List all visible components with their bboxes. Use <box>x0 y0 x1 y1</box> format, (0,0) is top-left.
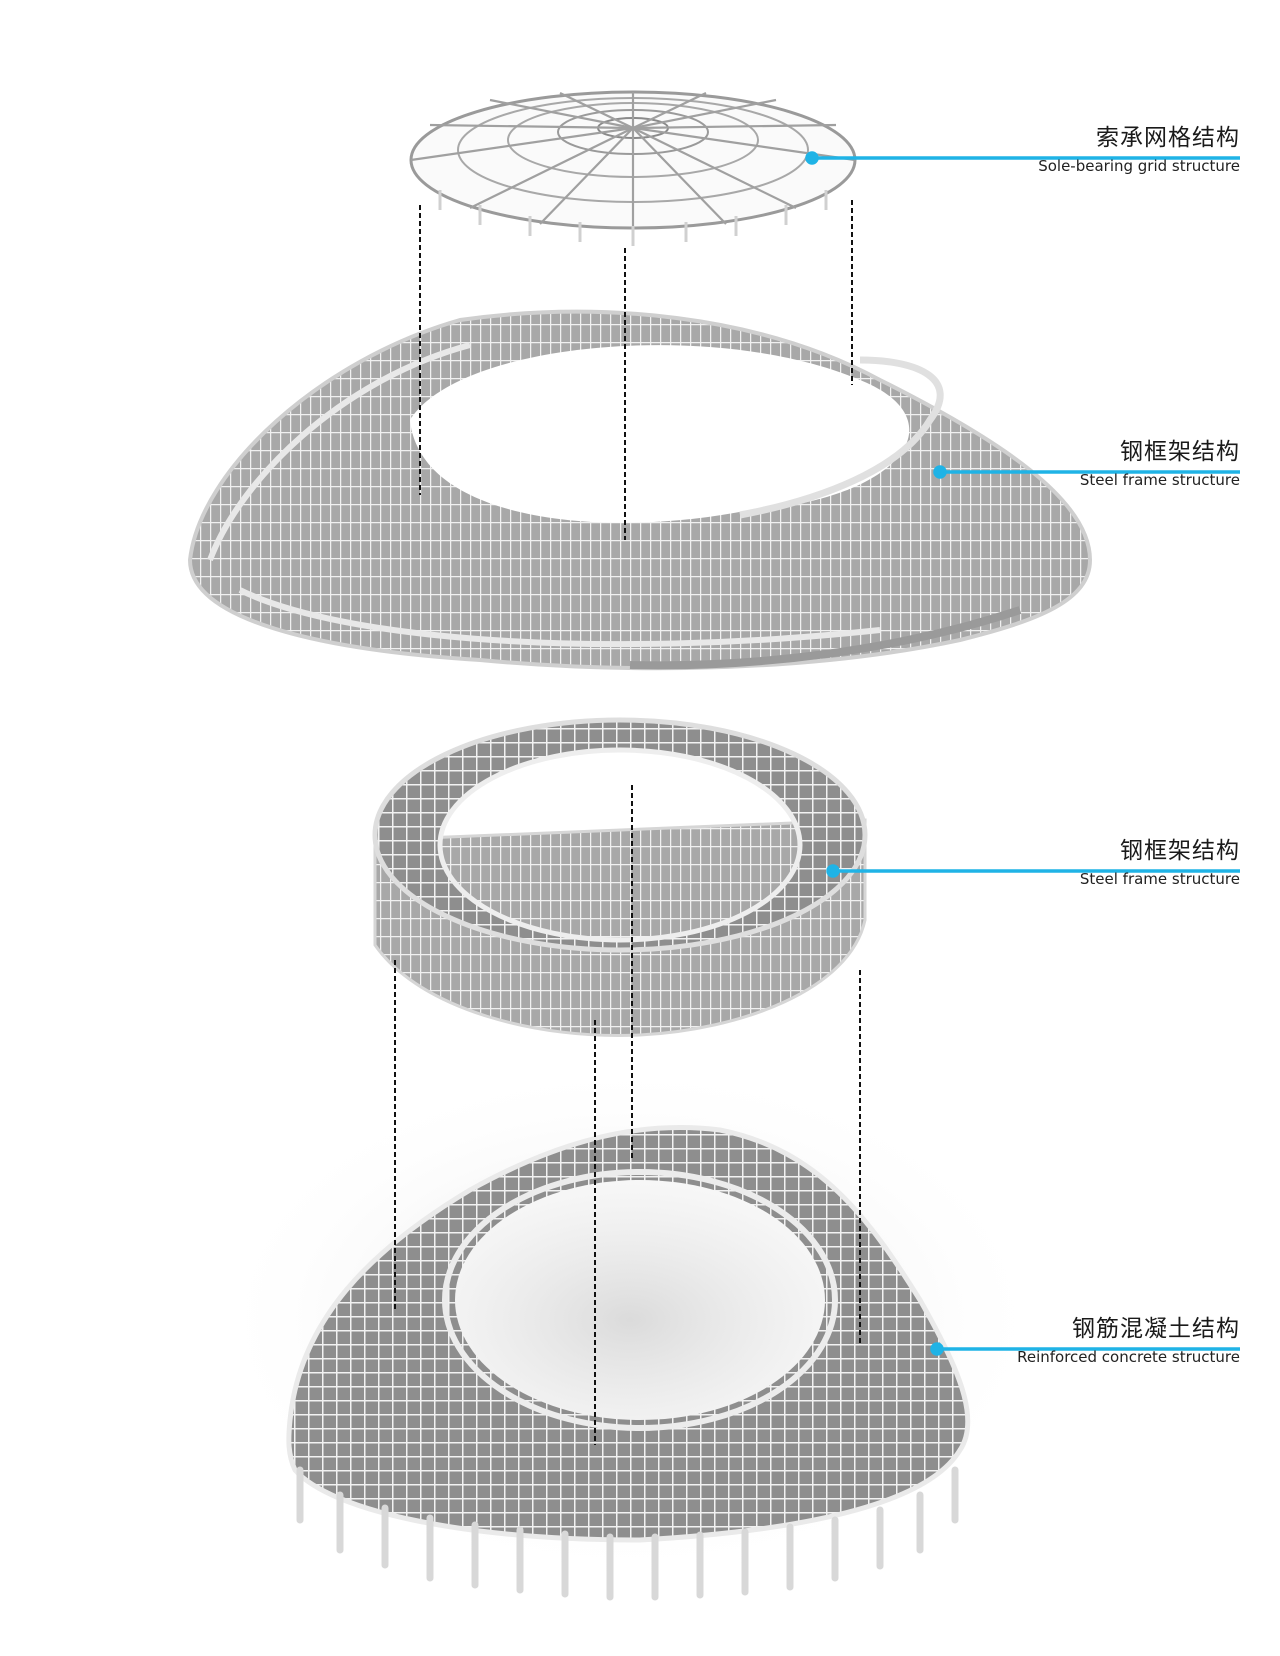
label-steel-frame-lower-cn: 钢框架结构 <box>1120 838 1240 864</box>
label-steel-frame-lower: 钢框架结构 Steel frame structure <box>1080 837 1240 889</box>
reinforced-concrete-structure <box>286 1125 971 1601</box>
upper-steel-frame-structure <box>187 309 1093 671</box>
label-steel-frame-upper: 钢框架结构 Steel frame structure <box>1080 438 1240 490</box>
alignment-dashed-lines <box>394 200 861 1445</box>
label-concrete: 钢筋混凝土结构 Reinforced concrete structure <box>1017 1315 1240 1367</box>
label-concrete-en: Reinforced concrete structure <box>1017 1348 1240 1366</box>
leader-lines <box>805 151 1240 1356</box>
label-steel-frame-lower-en: Steel frame structure <box>1079 870 1240 888</box>
roof-grid-structure <box>409 90 857 246</box>
label-concrete-cn: 钢筋混凝土结构 <box>1072 1316 1240 1342</box>
label-steel-frame-upper-cn: 钢框架结构 <box>1120 439 1240 465</box>
label-roof: 索承网格结构 Sole-bearing grid structure <box>1038 124 1240 176</box>
label-roof-en: Sole-bearing grid structure <box>1038 157 1240 175</box>
label-roof-cn: 索承网格结构 <box>1096 125 1240 151</box>
lower-steel-frame-structure <box>372 717 868 1038</box>
label-steel-frame-upper-en: Steel frame structure <box>1079 471 1240 489</box>
